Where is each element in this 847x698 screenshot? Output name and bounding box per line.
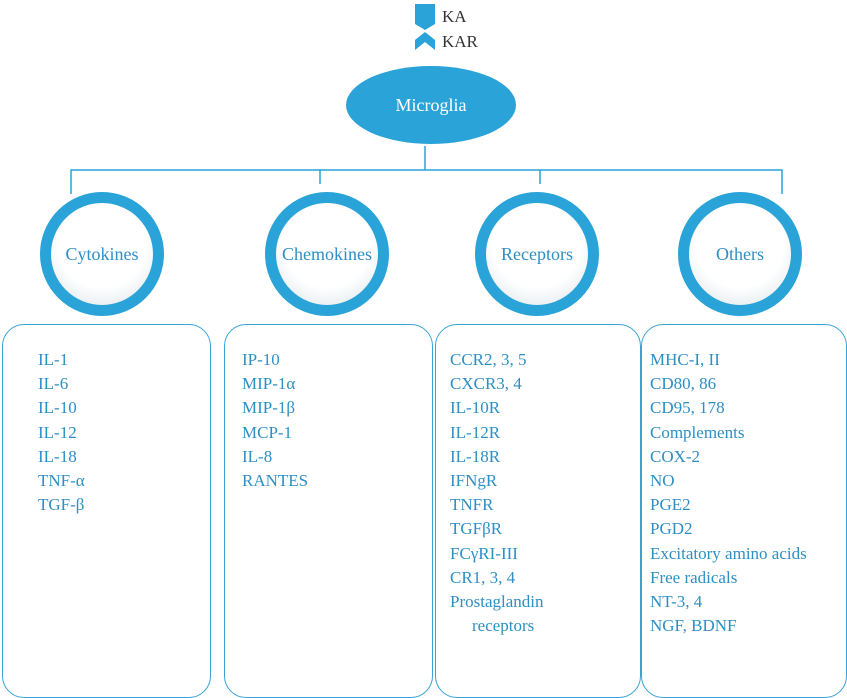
list-item: MHC-I, II (650, 350, 720, 369)
list-item: IL-6 (38, 374, 69, 394)
cytokines-list: IL-1 IL-6 IL-10 IL-12 IL-18 TNF-α TGF-β (38, 348, 85, 517)
list-item: TNFR (450, 495, 494, 515)
list-item: IL-10 (38, 398, 77, 418)
list-item: FCγRI-III (450, 543, 518, 563)
list-item: IL-10R (450, 398, 501, 418)
list-item: Prostaglandin (450, 592, 544, 612)
list-item: TNF-α (38, 471, 85, 491)
list-item: Excitatory amino acids (650, 543, 807, 563)
list-item: Free radicals (650, 567, 738, 587)
list-item: IL-1 (38, 350, 69, 369)
list-item: IFNgR (450, 471, 498, 491)
category-label-others: Others (716, 243, 764, 264)
list-item: NO (650, 471, 675, 491)
cytokines-box (2, 324, 211, 698)
list-item: NGF, BDNF (650, 616, 737, 636)
list-item: CD80, 86 (650, 374, 717, 394)
chemokines-list: IP-10 MIP-1α MIP-1β MCP-1 IL-8 RANTES (242, 348, 308, 493)
microglia-node: Microglia (346, 66, 516, 144)
category-circle-chemokines: Chemokines (265, 192, 389, 316)
category-circle-cytokines: Cytokines (40, 192, 164, 316)
list-item: IL-12R (450, 422, 501, 442)
list-item: MCP-1 (242, 422, 293, 442)
category-label-cytokines: Cytokines (65, 243, 139, 264)
kar-label: KAR (442, 32, 478, 51)
list-item: receptors (472, 616, 535, 636)
category-label-receptors: Receptors (501, 243, 573, 264)
category-label-chemokines: Chemokines (282, 243, 372, 264)
category-circle-receptors: Receptors (475, 192, 599, 316)
list-item: IL-8 (242, 446, 273, 466)
list-item: IP-10 (242, 350, 280, 369)
list-item: IL-18R (450, 446, 501, 466)
receptors-list: CCR2, 3, 5 CXCR3, 4 IL-10R IL-12R IL-18R… (450, 348, 544, 638)
list-item: PGD2 (650, 519, 693, 539)
list-item: IL-12 (38, 422, 77, 442)
microglia-label: Microglia (395, 94, 467, 115)
brace-line (70, 146, 783, 194)
ka-label: KA (442, 7, 467, 26)
list-item: NT-3, 4 (650, 592, 703, 612)
list-item: TGFβR (450, 519, 503, 539)
list-item: Complements (650, 422, 745, 442)
list-item: RANTES (242, 471, 309, 491)
list-item: TGF-β (38, 495, 85, 515)
list-item: CCR2, 3, 5 (450, 350, 527, 369)
ka-ligand-shape (415, 4, 435, 30)
list-item: CD95, 178 (650, 398, 725, 418)
list-item: CR1, 3, 4 (450, 567, 516, 587)
list-item: MIP-1β (242, 398, 296, 418)
category-circle-others: Others (678, 192, 802, 316)
list-item: PGE2 (650, 495, 691, 515)
list-item: MIP-1α (242, 374, 296, 394)
kar-receptor-shape (415, 32, 435, 50)
others-list: MHC-I, II CD80, 86 CD95, 178 Complements… (650, 348, 807, 638)
list-item: CXCR3, 4 (450, 374, 522, 394)
list-item: IL-18 (38, 446, 77, 466)
list-item: COX-2 (650, 446, 701, 466)
